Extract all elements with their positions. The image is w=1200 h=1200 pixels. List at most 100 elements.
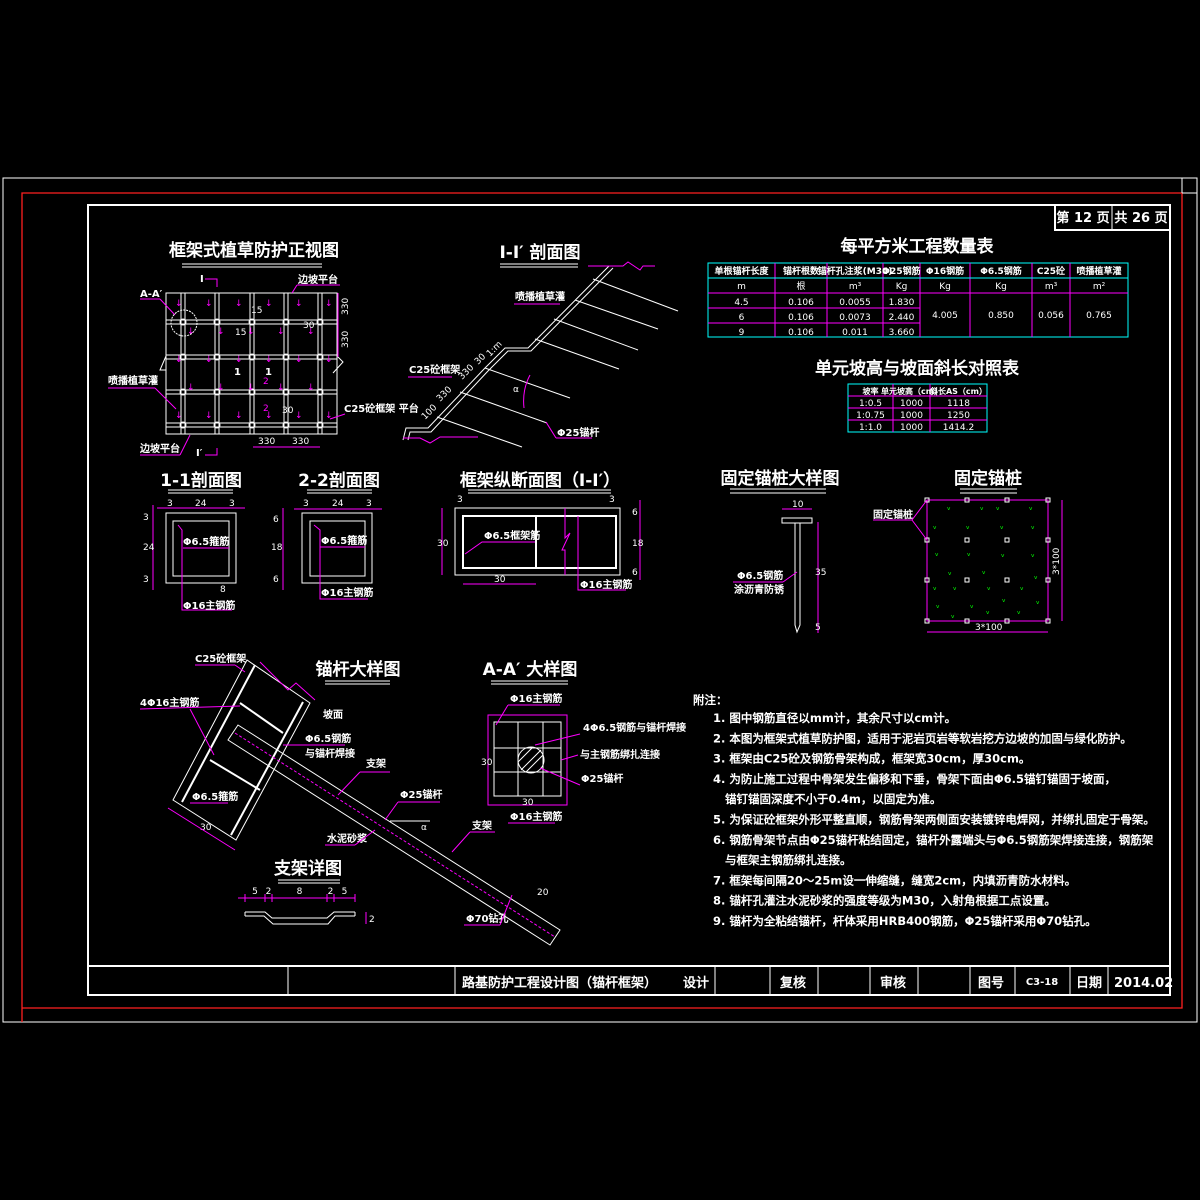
note-item: 2. 本图为框架式植草防护图，适用于泥岩页岩等软岩挖方边坡的加固与绿化防护。 — [713, 731, 1132, 745]
table-header: 单根锚杆长度 — [714, 265, 769, 277]
table-unit: Kg — [995, 282, 1007, 292]
note-item: 锚钉锚固深度不小于0.4m，以固定为准。 — [725, 792, 941, 806]
dim: 3 — [143, 575, 149, 585]
dim: 6 — [273, 515, 279, 525]
table-cell: 0.011 — [842, 328, 868, 338]
grass-mark: ᵛ — [951, 614, 955, 624]
label-aa-tie: 与主钢筋绑扎连接 — [580, 748, 660, 761]
angle-label-anchor: α — [421, 823, 427, 833]
anchor-rod — [574, 299, 659, 330]
dim: 3 — [366, 499, 372, 509]
aa-detail: A-A′ 大样图 Φ16主钢筋 4Φ6.5钢筋与锚杆焊接 与主钢筋绑扎连接 Φ2… — [481, 659, 686, 824]
anchor-node — [316, 388, 324, 396]
sheet-frame — [2, 177, 1198, 1023]
section-mark-1b: 1 — [265, 367, 272, 378]
table-unit: Kg — [896, 282, 908, 292]
note-item: 3. 框架由C25砼及钢筋骨架构成，框架宽30cm，厚30cm。 — [713, 752, 1030, 766]
grass-mark: ᵛ — [935, 552, 939, 562]
label-platform-top: 边坡平台 — [297, 273, 338, 286]
table-cell: 1:0.75 — [856, 411, 885, 421]
bracket-dim: 5 — [252, 887, 258, 897]
label-grass: 喷播植草灌 — [108, 374, 158, 387]
table-cell: 4.5 — [734, 298, 748, 308]
note-item: 1. 图中钢筋直径以mm计，其余尺寸以cm计。 — [713, 711, 956, 725]
label-weld1: Φ6.5钢筋 — [305, 732, 351, 745]
table-header: C25砼 — [1037, 265, 1066, 277]
nail-layout-title: 固定锚桩 — [954, 468, 1022, 489]
grass-mark: ᵛ — [986, 610, 990, 620]
dim: 6 — [632, 568, 638, 578]
label-grass-ii: 喷播植草灌 — [515, 290, 565, 303]
label-weld2: 与锚杆焊接 — [305, 747, 355, 760]
note-item: 7. 框架每间隔20～25m设一伸缩缝，缝宽2cm，内填沥青防水材料。 — [713, 873, 1076, 887]
anchor-rod — [553, 318, 639, 351]
grass-mark: ↓ — [295, 411, 303, 421]
anchor-node — [316, 318, 324, 326]
frame-outline — [165, 292, 338, 435]
table-cell: 0.0073 — [839, 313, 871, 323]
quantity-table-title: 每平方米工程数量表 — [841, 236, 995, 257]
slope-ratio: 1:m — [485, 340, 504, 359]
table-cell: 2.440 — [889, 313, 915, 323]
aa-detail-title: A-A′ 大样图 — [483, 659, 578, 680]
table-header: Φ16钢筋 — [926, 265, 964, 277]
section-ii: I-I′ 剖面图 喷播植草灌 C25砼框架 Φ25锚杆 100 330 330 … — [402, 242, 679, 448]
table-cell: 1118 — [947, 399, 970, 409]
dim: 10 — [792, 500, 804, 510]
label-frame: C25砼框架 平台 — [344, 402, 419, 415]
dim: 24 — [332, 499, 344, 509]
grass-mark: ↓ — [325, 299, 333, 309]
slope-table-title: 单元坡高与坡面斜长对照表 — [815, 358, 1020, 379]
label-bracket1: 支架 — [365, 757, 386, 770]
dim: 18 — [271, 543, 283, 553]
section-22: 2-2剖面图 3 24 3 6 18 6 Φ6.5箍筋 Φ16主钢筋 — [271, 470, 382, 600]
grass-mark: ↓ — [277, 383, 285, 393]
grass-mark: ᵛ — [936, 604, 940, 614]
label-platform-bottom: 边坡平台 — [139, 442, 180, 455]
dim-330a-ii: 330 — [435, 385, 454, 404]
grass-mark: ᵛ — [970, 604, 974, 614]
dim: 3 — [229, 499, 235, 509]
grass-mark: ᵛ — [933, 586, 937, 596]
grass-mark: ↓ — [295, 299, 303, 309]
dim: 3 — [303, 499, 309, 509]
grass-mark: ↓ — [325, 355, 333, 365]
grass-mark: ᵛ — [947, 506, 951, 516]
dim: 30 — [494, 575, 506, 585]
note-item: 4. 为防止施工过程中骨架发生偏移和下垂，骨架下面由Φ6.5锚钉锚固于坡面， — [713, 772, 1116, 786]
angle-label: α — [513, 385, 519, 395]
notes: 附注： 1. 图中钢筋直径以mm计，其余尺寸以cm计。2. 本图为框架式植草防护… — [693, 693, 1155, 928]
nail-point — [1045, 577, 1051, 583]
grass-mark: ᵛ — [987, 586, 991, 596]
dim-330-h2: 330 — [292, 437, 309, 447]
dim-v: 3*100 — [1052, 547, 1062, 575]
bracket-dim: 5 — [342, 887, 348, 897]
grass-mark: ᵛ — [1031, 525, 1035, 535]
note-item: 与框架主钢筋绑扎连接。 — [725, 853, 852, 867]
dim-30a: 30 — [303, 321, 315, 331]
dim: 8 — [220, 585, 226, 595]
nail-point — [1004, 577, 1010, 583]
label-stirrup-anchor: Φ6.5箍筋 — [192, 790, 238, 803]
label-main-bar: 4Φ16主钢筋 — [140, 696, 199, 709]
label-anchor-ii: Φ25锚杆 — [557, 426, 599, 439]
nail-point — [1045, 497, 1051, 503]
section-mark-i: I — [200, 274, 204, 285]
table-cell: 1:1.0 — [859, 423, 882, 433]
label-hole: Φ70钻孔 — [466, 912, 508, 925]
table-cell: 0.106 — [788, 298, 814, 308]
table-cell: 1000 — [900, 411, 923, 421]
table-cell: 3.660 — [889, 328, 915, 338]
table-header: 喷播植草灌 — [1076, 265, 1121, 277]
nail-point — [1004, 618, 1010, 624]
label-main-long: Φ16主钢筋 — [580, 578, 632, 591]
design-label: 设计 — [683, 975, 709, 991]
grass-mark: ᵛ — [1020, 586, 1024, 596]
anchor-node — [213, 421, 221, 429]
table-unit: Kg — [939, 282, 951, 292]
grass-mark: ↓ — [247, 383, 255, 393]
nail-point — [964, 618, 970, 624]
